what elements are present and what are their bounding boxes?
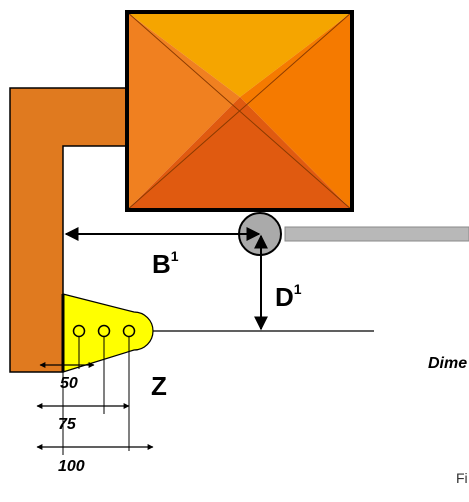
corner-text-partial: Fi [456, 470, 468, 486]
bracket-hole-3 [122, 324, 136, 338]
dim-label-50: 50 [60, 375, 78, 392]
b-label-main: B [152, 249, 171, 279]
bracket-hole-2 [97, 324, 111, 338]
dim-label-100: 100 [58, 458, 85, 475]
mounting-bracket [61, 293, 154, 373]
b-label-sup: 1 [171, 248, 179, 264]
trolley-box [125, 10, 354, 212]
bracket-hole-1 [72, 324, 86, 338]
caption-partial: Dime [428, 355, 467, 372]
dim-label-75: 75 [58, 416, 77, 433]
d-label-sup: 1 [294, 281, 302, 297]
d-label: D1 [275, 281, 302, 312]
b-label: B1 [152, 248, 179, 279]
z-label: Z [151, 371, 167, 401]
rail [284, 226, 469, 242]
d-label-main: D [275, 282, 294, 312]
